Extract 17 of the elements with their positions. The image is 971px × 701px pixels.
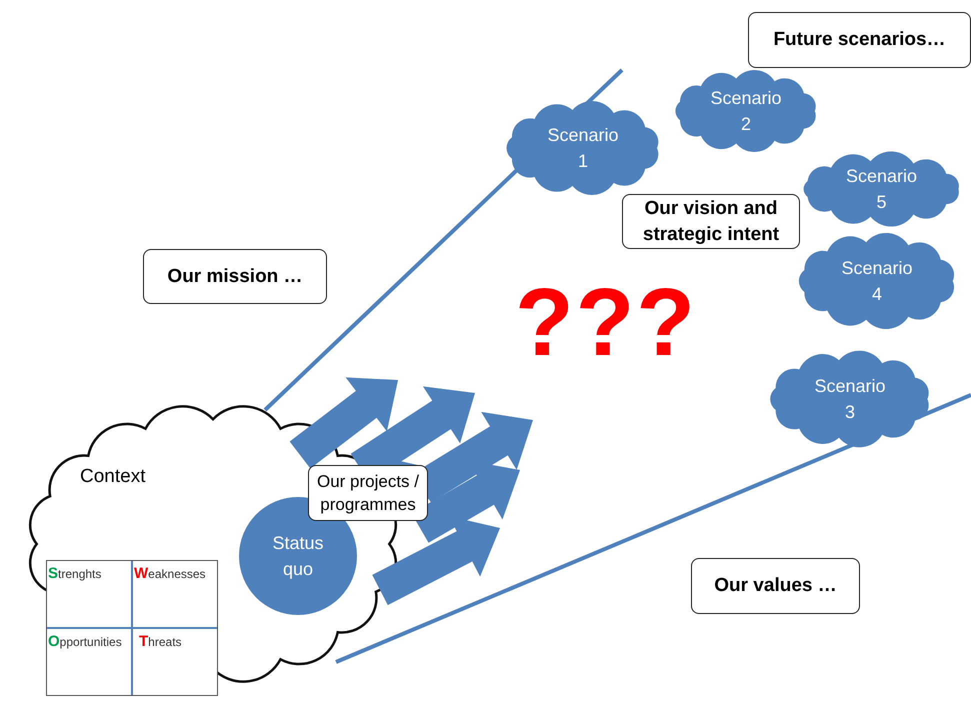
text-box: Our vision and strategic intent	[622, 194, 800, 249]
swot-cell-label: Weaknesses	[134, 565, 206, 582]
text-box: Our projects / programmes	[308, 465, 428, 521]
question-marks: ???	[515, 268, 697, 378]
scenario-label: Scenario 4	[840, 257, 914, 306]
swot-cell-label: Opportunities	[48, 633, 122, 650]
scenario-label: Scenario 2	[709, 87, 783, 136]
scenario-label: Scenario 5	[844, 165, 918, 214]
status-label: Status quo	[271, 532, 325, 581]
text-box: Our values …	[691, 558, 860, 614]
swot-cell-label: Threats	[139, 633, 182, 650]
context-label: Context	[80, 466, 146, 488]
swot-cell-label: Strenghts	[48, 565, 102, 582]
text-box: Our mission …	[143, 249, 327, 304]
scenario-label: Scenario 3	[813, 375, 887, 424]
text-box: Future scenarios…	[748, 12, 971, 68]
scenario-label: Scenario 1	[546, 124, 620, 173]
